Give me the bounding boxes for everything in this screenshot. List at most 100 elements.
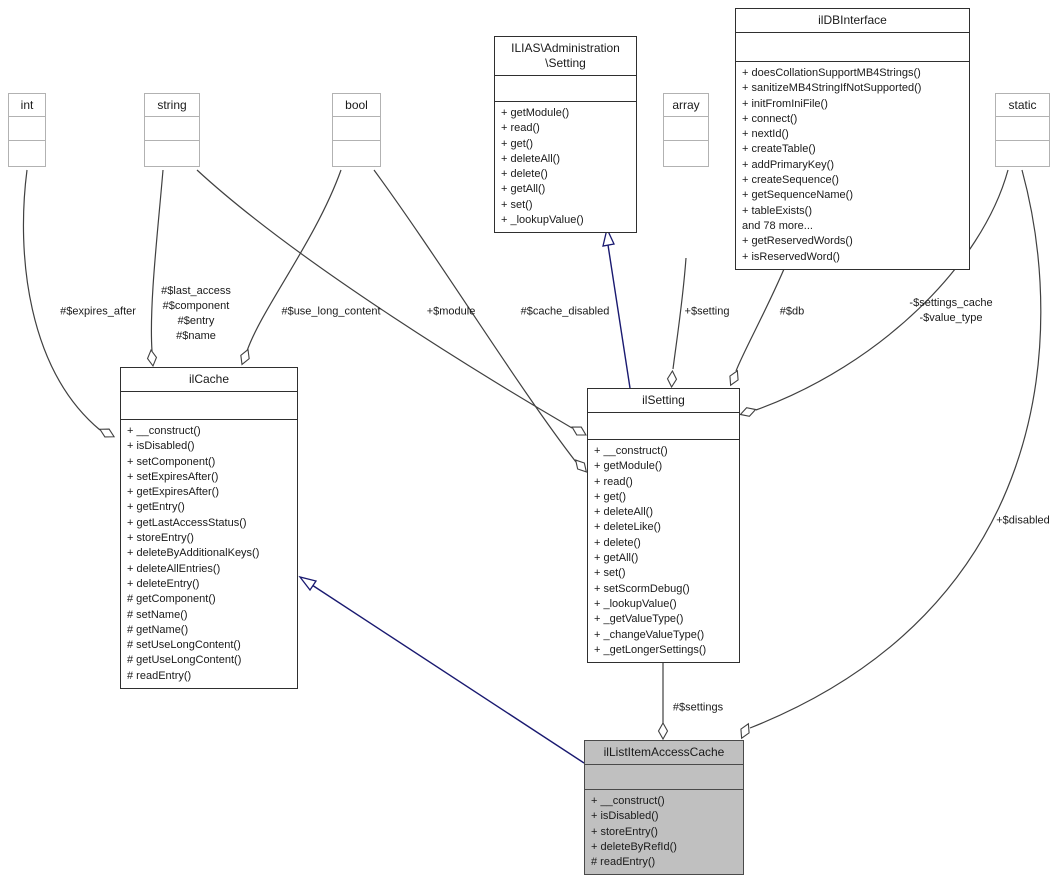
class-box-ildbinterface: ilDBInterface + doesCollationSupportMB4S…: [735, 8, 970, 270]
method-entry: + _changeValueType(): [594, 628, 705, 641]
edge-label-use-long-content: #$use_long_content: [281, 305, 381, 318]
method-entry: + sanitizeMB4StringIfNotSupported(): [742, 82, 922, 95]
method-entry: + isReservedWord(): [742, 250, 840, 263]
method-entry: + isDisabled(): [591, 810, 659, 823]
type-label: bool: [333, 94, 380, 117]
class-title: ilListItemAccessCache: [585, 741, 743, 765]
aggregation-diamond: [740, 722, 750, 740]
method-entry: + _lookupValue(): [594, 597, 677, 610]
method-entry: + getLastAccessStatus(): [127, 516, 247, 529]
edge-label-cache-disabled: #$cache_disabled: [520, 305, 610, 318]
method-entry: + read(): [594, 475, 633, 488]
method-entry: + storeEntry(): [591, 825, 658, 838]
empty-compartment: [588, 413, 739, 440]
method-entry: + get(): [501, 137, 534, 150]
method-entry: + isDisabled(): [127, 440, 195, 453]
method-entry: # setUseLongContent(): [127, 639, 241, 652]
type-box-int: int: [8, 93, 46, 167]
class-box-ilsetting: ilSetting + __construct()+ getModule()+ …: [587, 388, 740, 664]
method-entry: + getModule(): [594, 460, 663, 473]
type-box-static: static: [995, 93, 1050, 167]
method-entry: + initFromIniFile(): [742, 97, 828, 110]
method-entry: + __construct(): [127, 425, 201, 437]
aggregation-diamond: [666, 369, 678, 389]
empty-compartment: [585, 765, 743, 790]
class-title: ilSetting: [588, 389, 739, 413]
method-entry: + deleteAllEntries(): [127, 562, 221, 575]
method-entry: + __construct(): [591, 795, 665, 807]
empty-compartment: [9, 141, 45, 166]
method-entry: + connect(): [742, 112, 798, 125]
method-entry: + getSequenceName(): [742, 189, 853, 202]
edge-label-cache-strings: #$last_access #$component #$entry #$name: [161, 285, 231, 342]
method-entry: + deleteAll(): [501, 152, 561, 165]
method-entry: + deleteEntry(): [127, 577, 200, 590]
method-entry: + setComponent(): [127, 455, 216, 468]
methods-compartment: + __construct()+ getModule()+ read()+ ge…: [588, 440, 739, 662]
empty-compartment: [664, 117, 708, 141]
method-entry: + getModule(): [501, 107, 570, 119]
empty-compartment: [9, 117, 45, 141]
edge-int-to-ilcache: [22, 169, 101, 431]
method-entry: + set(): [594, 567, 626, 580]
aggregation-diamond: [657, 721, 669, 741]
type-box-array: array: [663, 93, 709, 167]
method-entry: + nextId(): [742, 128, 789, 141]
edge-label-disabled: +$disabled: [996, 514, 1050, 527]
method-entry: + delete(): [501, 168, 548, 181]
method-entry: + get(): [594, 490, 627, 503]
method-entry: # getName(): [127, 623, 189, 636]
class-box-ilias-administration-setting: ILIAS\Administration \Setting + getModul…: [494, 36, 637, 234]
method-entry: + deleteByAdditionalKeys(): [127, 547, 260, 560]
empty-compartment: [333, 141, 380, 166]
aggregation-diamond: [729, 369, 739, 387]
edge-label-expires-after: #$expires_after: [60, 305, 136, 318]
edge-label-settings: #$settings: [672, 701, 724, 714]
type-label: string: [145, 94, 199, 117]
method-entry: + _lookupValue(): [501, 214, 584, 227]
method-entry: + getReservedWords(): [742, 235, 853, 248]
method-entry: + read(): [501, 122, 540, 135]
empty-compartment: [145, 117, 199, 141]
edge-label-setting: +$setting: [684, 305, 730, 318]
method-entry: # getUseLongContent(): [127, 654, 242, 667]
method-entry: + _getLongerSettings(): [594, 643, 707, 656]
methods-compartment: + __construct() + isDisabled() + storeEntr…: [585, 790, 743, 874]
method-entry: + getAll(): [501, 183, 546, 196]
method-entry: + createTable(): [742, 143, 816, 156]
empty-compartment: [145, 141, 199, 166]
aggregation-diamond: [240, 348, 250, 366]
empty-compartment: [996, 141, 1049, 166]
method-entry: + deleteAll(): [594, 506, 654, 519]
method-entry: + createSequence(): [742, 174, 839, 187]
method-entry: + deleteLike(): [594, 521, 661, 534]
method-entry: + set(): [501, 198, 533, 211]
method-entry: # readEntry(): [591, 856, 656, 869]
inheritance-arrowhead: [298, 575, 318, 592]
methods-compartment: + doesCollationSupportMB4Strings() + sani…: [736, 62, 969, 269]
empty-compartment: [996, 117, 1049, 141]
method-entry: + setExpiresAfter(): [127, 470, 219, 483]
method-entry: + delete(): [594, 536, 641, 549]
aggregation-diamond: [146, 348, 158, 368]
class-title: ilCache: [121, 368, 297, 392]
edge-ilsetting-extends-setting: [607, 244, 631, 389]
aggregation-diamond: [571, 426, 587, 436]
method-entry: # readEntry(): [127, 669, 192, 682]
edge-label-settings-cache: -$settings_cache -$value_type: [909, 297, 993, 324]
empty-compartment: [736, 33, 969, 62]
type-box-string: string: [144, 93, 200, 167]
method-entry: + getAll(): [594, 552, 639, 565]
edge-label-db: #$db: [779, 305, 805, 318]
type-label: int: [9, 94, 45, 117]
type-label: array: [664, 94, 708, 117]
empty-compartment: [121, 392, 297, 420]
method-entry: + doesCollationSupportMB4Strings(): [742, 67, 921, 79]
class-box-ilcache: ilCache + __construct() + isDisabled() + s…: [120, 367, 298, 690]
method-entry: + deleteByRefId(): [591, 840, 677, 853]
method-entry: + getEntry(): [127, 501, 185, 514]
methods-compartment: + getModule() + read() + get() + deleteAll(…: [495, 102, 636, 232]
type-label: static: [996, 94, 1049, 117]
type-box-bool: bool: [332, 93, 381, 167]
